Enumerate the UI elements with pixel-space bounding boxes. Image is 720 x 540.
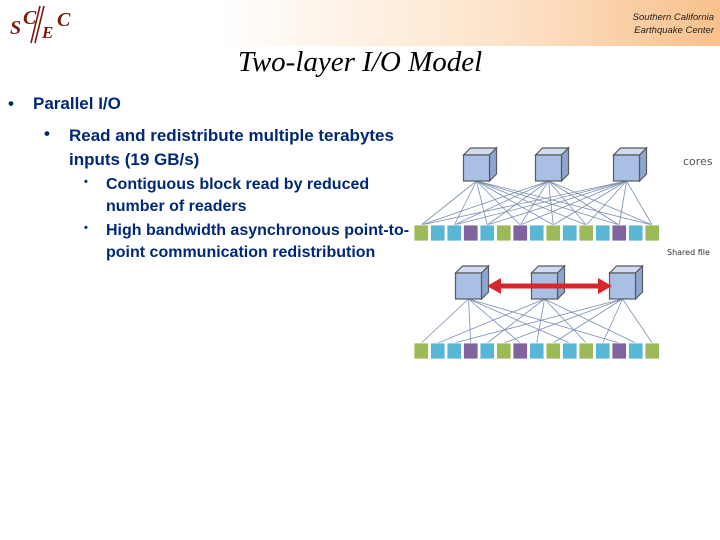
cores-label: cores	[683, 155, 713, 168]
redistribute-line	[544, 298, 587, 344]
read-line	[454, 180, 549, 226]
redistribute-line	[503, 298, 623, 344]
file-block-cell	[446, 342, 462, 360]
file-block-cell	[644, 224, 660, 242]
redistribute-core-cube-1	[454, 264, 490, 301]
file-block-cell	[562, 224, 578, 242]
read-line	[476, 180, 620, 226]
bullet-text: Parallel I/O	[33, 94, 121, 113]
bullet-text: Contiguous block read by reduced number …	[106, 176, 370, 215]
file-block-cell	[413, 224, 429, 242]
file-block-cell	[611, 224, 627, 242]
org-line-1: Southern California	[632, 12, 714, 23]
redistribute-core-cube-3	[608, 264, 644, 301]
bullet-marker: •	[44, 124, 50, 143]
slide-title: Two-layer I/O Model	[237, 46, 483, 78]
file-block-cell	[578, 342, 594, 360]
bullet-text: Read and redistribute multiple terabytes…	[69, 126, 394, 169]
redistribute-core-cube-2	[530, 264, 566, 301]
file-block-cell	[545, 224, 561, 242]
read-line	[476, 180, 488, 226]
read-line	[487, 180, 627, 226]
redistribute-line	[622, 298, 653, 344]
redistribute-line	[468, 298, 570, 344]
file-block-cell	[578, 224, 594, 242]
shared-file-row-top	[413, 224, 660, 242]
read-line	[453, 180, 477, 226]
scec-logo: S C E C	[10, 5, 71, 44]
file-block-cell	[595, 224, 611, 242]
redistribute-line	[437, 298, 545, 344]
file-block-cell	[611, 342, 627, 360]
redistribute-line	[468, 298, 620, 344]
read-line	[553, 180, 627, 226]
svg-text:C: C	[23, 7, 37, 29]
read-line	[454, 180, 627, 226]
organization-name: Southern California Earthquake Center	[633, 11, 714, 37]
svg-text:S: S	[10, 17, 21, 39]
redistribute-line	[468, 298, 472, 344]
file-block-cell	[545, 342, 561, 360]
read-line	[519, 180, 549, 226]
reader-core-cube-1	[462, 146, 498, 183]
read-line	[618, 180, 627, 226]
read-line	[626, 180, 653, 226]
bullet-marker: •	[84, 222, 88, 234]
file-block-cell	[463, 224, 479, 242]
svg-text:E: E	[41, 23, 53, 42]
header-band	[0, 0, 720, 46]
read-line	[421, 180, 549, 226]
redistribute-line	[544, 298, 636, 344]
file-block-cell	[512, 224, 528, 242]
org-line-2: Earthquake Center	[634, 25, 714, 36]
exchange-arrow	[487, 278, 612, 294]
read-line	[548, 180, 653, 226]
bullet-text: High bandwidth asynchronous point-to-poi…	[106, 222, 410, 261]
file-block-cell	[479, 224, 495, 242]
redistribute-line	[420, 298, 469, 344]
read-line	[476, 180, 554, 226]
file-block-cell	[529, 224, 545, 242]
redistribute-line	[536, 298, 545, 344]
redistribute-line	[468, 298, 521, 344]
file-block-cell	[496, 224, 512, 242]
file-block-cell	[512, 342, 528, 360]
reader-core-cube-2	[534, 146, 570, 183]
read-line	[476, 180, 587, 226]
redistribute-line	[487, 298, 545, 344]
bullet-marker: •	[84, 176, 88, 188]
read-line	[476, 180, 521, 226]
file-block-cell	[628, 224, 644, 242]
read-line	[421, 180, 477, 226]
read-line	[548, 180, 554, 226]
svg-text:C: C	[57, 9, 71, 31]
read-line	[585, 180, 627, 226]
file-block-cell	[562, 342, 578, 360]
file-block-cell	[430, 342, 446, 360]
shared-file-label: Shared file	[667, 248, 710, 257]
file-block-cell	[446, 224, 462, 242]
file-block-cell	[644, 342, 660, 360]
file-block-cell	[463, 342, 479, 360]
file-block-cell	[430, 224, 446, 242]
read-line	[476, 180, 653, 226]
file-block-cell	[595, 342, 611, 360]
read-line	[548, 180, 620, 226]
read-line	[421, 180, 627, 226]
bullet-marker: •	[8, 94, 14, 113]
file-block-cell	[628, 342, 644, 360]
file-block-cell	[479, 342, 495, 360]
read-line	[520, 180, 627, 226]
redistribute-line	[454, 298, 623, 344]
file-block-cell	[496, 342, 512, 360]
file-block-cell	[413, 342, 429, 360]
redistribute-line	[553, 298, 623, 344]
reader-core-cube-3	[612, 146, 648, 183]
read-line	[548, 180, 587, 226]
redistribute-line	[602, 298, 623, 344]
file-block-cell	[529, 342, 545, 360]
read-line	[487, 180, 549, 226]
shared-file-row-bottom	[413, 342, 660, 360]
